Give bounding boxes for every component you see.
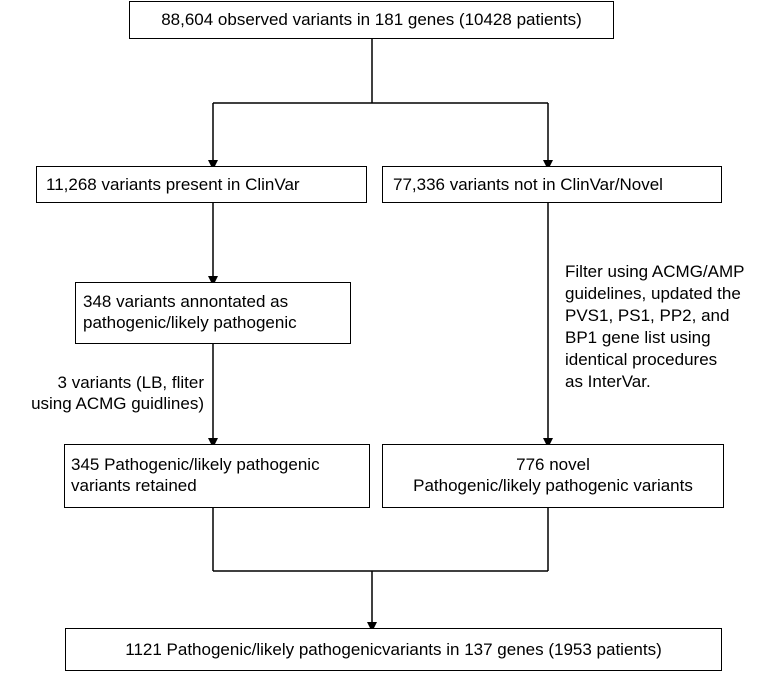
filter-note-line-2: guidelines, updated the xyxy=(565,284,741,303)
lb-note-line-1: 3 variants (LB, fliter xyxy=(57,373,204,392)
lb-note-line-2: using ACMG guidlines) xyxy=(31,394,204,413)
novel-pathogenic-box: 776 novel Pathogenic/likely pathogenic v… xyxy=(382,444,724,508)
filter-note-line-1: Filter using ACMG/AMP xyxy=(565,262,745,281)
filter-note-line-4: BP1 gene list using xyxy=(565,328,711,347)
novel-pathogenic-box-line-1: 776 novel xyxy=(516,455,590,474)
novel-pathogenic-box-line-2: Pathogenic/likely pathogenic variants xyxy=(413,476,693,495)
novel-box-line: 77,336 variants not in ClinVar/Novel xyxy=(393,175,663,194)
retained-box-line-2: variants retained xyxy=(71,476,197,495)
retained-box-line-1: 345 Pathogenic/likely pathogenic xyxy=(71,455,320,474)
filter-note-line-6: as InterVar. xyxy=(565,372,651,391)
filter-note-line-3: PVS1, PS1, PP2, and xyxy=(565,306,730,325)
filter-note-line-5: identical procedures xyxy=(565,350,718,369)
annotated-box-line-1: 348 variants annontated as xyxy=(83,292,289,311)
lb-note: 3 variants (LB, fliter using ACMG guidli… xyxy=(0,372,204,414)
final-box-line: 1121 Pathogenic/likely pathogenicvariant… xyxy=(125,640,662,659)
clinvar-box: 11,268 variants present in ClinVar xyxy=(36,166,367,203)
retained-box: 345 Pathogenic/likely pathogenic variant… xyxy=(64,444,370,508)
novel-box: 77,336 variants not in ClinVar/Novel xyxy=(382,166,722,203)
filter-note: Filter using ACMG/AMP guidelines, update… xyxy=(565,261,772,393)
top-box: 88,604 observed variants in 181 genes (1… xyxy=(129,1,614,39)
top-box-line: 88,604 observed variants in 181 genes (1… xyxy=(161,10,582,29)
final-box: 1121 Pathogenic/likely pathogenicvariant… xyxy=(65,628,722,671)
annotated-box: 348 variants annontated as pathogenic/li… xyxy=(75,282,351,344)
clinvar-box-line: 11,268 variants present in ClinVar xyxy=(46,175,300,194)
annotated-box-line-2: pathogenic/likely pathogenic xyxy=(83,313,297,332)
